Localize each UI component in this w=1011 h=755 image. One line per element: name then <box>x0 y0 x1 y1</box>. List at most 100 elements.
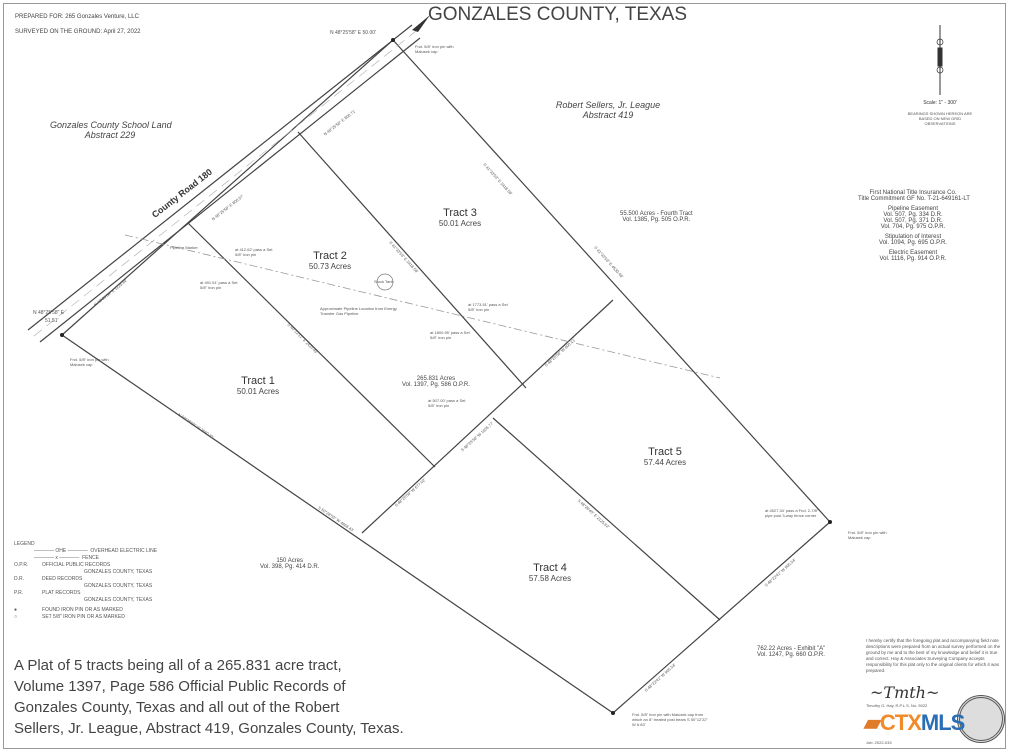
stock-tank-icon <box>376 273 394 291</box>
legend-sub: GONZALES COUNTY, TEXAS <box>84 569 153 575</box>
legend-label: FENCE <box>82 555 100 561</box>
note-pass3: at 1773.51' pass a Set 5/8" iron pin <box>468 302 508 312</box>
legend: LEGEND ———— OHE ———— OVERHEAD ELECTRIC L… <box>14 541 157 621</box>
legend-symbol: OHE <box>55 548 67 554</box>
boundary-southwest <box>61 334 614 714</box>
note-pass5: at 507.00' pass a Set 5/8" iron pin <box>428 398 466 408</box>
adjoiner-vol: Vol. 1247, Pg. 660 O.P.R. <box>757 652 825 658</box>
note-bottom-pin: Fnd. 5/8" iron pin with Malusek cap from… <box>632 712 708 727</box>
adjoiner-abstract: Abstract 229 <box>84 130 136 140</box>
note-left-pin: Fnd. 5/8" iron pin with Malusek cap <box>70 357 109 367</box>
adjoiner-abstract: Abstract 419 <box>582 110 634 120</box>
adjoiner-exhibit: 762.22 Acres - Exhibit "A"Vol. 1247, Pg.… <box>757 646 825 658</box>
boundary-northwest <box>61 39 394 336</box>
description-line: Sellers, Jr. League, Abstract 419, Gonza… <box>14 720 404 737</box>
title-line: Vol. 704, Pg. 975 O.P.R. <box>880 224 946 230</box>
parent-vol: Vol. 1397, Pg. 586 O.P.R. <box>402 382 470 388</box>
title-line: Vol. 1116, Pg. 914 O.P.R. <box>879 256 947 262</box>
legend-found: ●FOUND IRON PIN OR AS MARKED <box>14 607 157 614</box>
adjoiner-acres: 150 Acres <box>276 558 304 564</box>
road-row-south <box>39 37 421 343</box>
tract-name: Tract 3 <box>443 207 477 219</box>
pipeline-line <box>124 234 721 379</box>
found-pin-icon <box>828 520 832 524</box>
road-row-north <box>27 24 413 331</box>
ctxmls-watermark: ▰CTXMLS <box>864 710 965 735</box>
note-pass2: at 491.51' pass a Set 5/8" iron pin <box>200 280 238 290</box>
signature: ~Tmth~ <box>870 683 940 702</box>
note-pass1: at 412.62' pass a Set 5/8" iron pin <box>235 247 273 257</box>
title-commitment: First National Title Insurance Co. Title… <box>858 190 970 262</box>
tract-acres: 50.01 Acres <box>236 387 280 396</box>
legend-ohe: ———— OHE ———— OVERHEAD ELECTRIC LINE <box>34 548 158 554</box>
title-line: Vol. 507, Pg. 334 D.R. <box>883 212 943 218</box>
adjoiner-name: Robert Sellers, Jr. League <box>555 100 661 110</box>
found-pin-icon: ● <box>14 607 18 613</box>
plat-frame <box>3 3 1006 749</box>
line-tract2-tract3 <box>297 131 527 389</box>
note-stock-tank: Stock Tank <box>374 279 394 284</box>
legend-opr: O.P.R.OFFICIAL PUBLIC RECORDS <box>14 562 157 569</box>
legend-set: ○SET 5/8" IRON PIN OR AS MARKED <box>14 614 157 621</box>
adjoiner-vol: Vol. 1385, Pg. 505 O.P.R. <box>622 217 691 223</box>
note-top-pin: Fnd. 5/8" iron pin with Malusek cap <box>415 44 454 54</box>
tract-acres: 50.01 Acres <box>438 219 482 228</box>
legend-symbol: x <box>55 555 58 561</box>
legend-title: LEGEND <box>14 541 35 547</box>
north-arrow-icon <box>936 25 944 95</box>
road-centerline <box>33 30 417 337</box>
page-title: GONZALES COUNTY, TEXAS <box>428 4 688 25</box>
adjoiner-acres: 762.22 Acres - Exhibit "A" <box>757 646 826 652</box>
description-line: Gonzales County, Texas and all out of th… <box>14 699 340 716</box>
tract-acres: 57.58 Acres <box>528 574 572 583</box>
note-pass4: at 1800.95' pass a Set 5/8" iron pin <box>430 330 470 340</box>
note-right-pin: Fnd. 5/8" iron pin with Malusek cap <box>848 530 887 540</box>
call-top: N 48°25'58" E 50.00' <box>330 30 376 36</box>
tract-name: Tract 5 <box>648 446 682 458</box>
title-line: Title Commitment GF No. T-21-649161-LT <box>858 196 970 202</box>
tract-name: Tract 1 <box>241 375 275 387</box>
tract-acres: 57.44 Acres <box>643 458 687 467</box>
scale-label: Scale: 1" - 300' <box>923 100 957 106</box>
surveyor-seal <box>957 695 1005 743</box>
call-left-dist: 51.51' <box>45 318 59 324</box>
line-south-division <box>361 299 614 534</box>
parent-acres: 265.831 Acres <box>416 376 456 382</box>
legend-fence: ———— x ———— FENCE <box>34 555 100 561</box>
legend-abbr: P.R. <box>14 590 24 596</box>
found-pin-icon <box>60 333 64 337</box>
plat-description: A Plat of 5 tracts being all of a 265.83… <box>14 655 404 739</box>
adjoiner-name: Gonzales County School Land <box>50 120 172 130</box>
legend-sub: GONZALES COUNTY, TEXAS <box>84 597 153 603</box>
legend-sub: GONZALES COUNTY, TEXAS <box>84 583 153 589</box>
legend-abbr: D.R. <box>14 576 24 582</box>
line-tract1-tract2 <box>187 222 436 468</box>
surveyor-name: Timothy G. Hay, R.P.L.S. No. 5022 <box>866 703 928 708</box>
adjoiner-vol: Vol. 398, Pg. 414 D.R. <box>260 564 320 570</box>
prepared-for: PREPARED FOR: 265 Gonzales Venture, LLC <box>15 14 139 20</box>
note-pipeline-marker: Pipeline Marker <box>170 245 198 250</box>
legend-label: DEED RECORDS <box>42 576 83 582</box>
found-pin-icon <box>611 711 615 715</box>
title-line: First National Title Insurance Co. <box>869 190 957 196</box>
title-line: Electric Easement <box>888 250 938 256</box>
certification: I hereby certify that the foregoing plat… <box>866 638 1001 673</box>
description-line: Volume 1397, Page 586 Official Public Re… <box>14 678 346 695</box>
title-line: Vol. 507, Pg. 371 D.R. <box>883 218 943 224</box>
title-line: Pipeline Easement <box>887 206 939 212</box>
tract-name: Tract 2 <box>313 250 347 262</box>
set-pin-icon: ○ <box>14 614 18 620</box>
boundary-northeast <box>392 39 831 523</box>
legend-dr: D.R. DEED RECORDS <box>14 576 157 583</box>
boundary-southeast <box>612 521 831 714</box>
legend-label: PLAT RECORDS <box>42 590 81 596</box>
